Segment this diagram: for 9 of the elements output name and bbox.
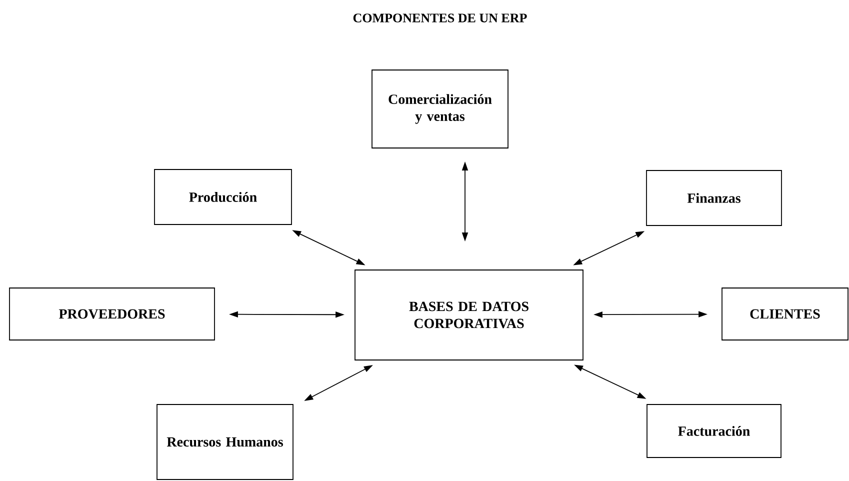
module-box: BASES DE DATOS CORPORATIVAS <box>354 270 584 360</box>
module-box: Comercialización y ventas <box>372 70 508 148</box>
module-box: Recursos Humanos <box>156 404 294 480</box>
title: COMPONENTES DE UN ERP <box>353 14 527 22</box>
module-box: PROVEEDORES <box>9 288 215 340</box>
module-box: CLIENTES <box>722 288 848 340</box>
module-box: Producción <box>154 169 292 225</box>
module-box: Finanzas <box>646 170 782 226</box>
module-box: Facturación <box>646 404 782 458</box>
